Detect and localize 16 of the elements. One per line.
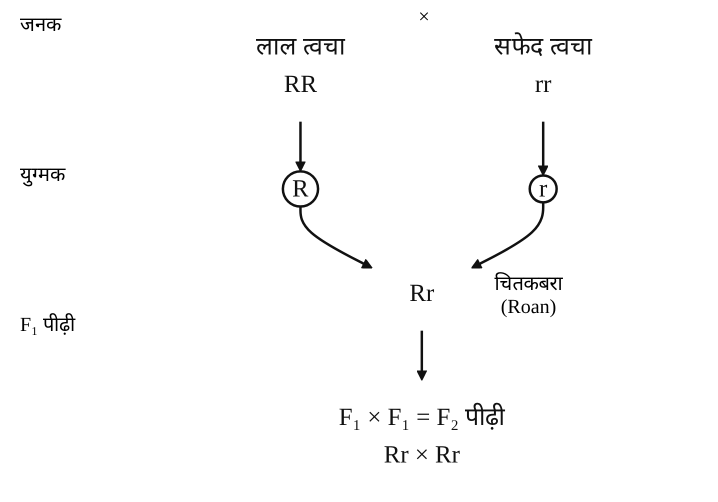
row-label: जनक	[20, 13, 61, 37]
row-label: युग्मक	[20, 163, 65, 187]
cross-sign: ×	[418, 6, 430, 29]
node-caption: चितकबरा (Roan)	[493, 271, 564, 320]
node-circle: r	[528, 174, 558, 204]
row-label: F₁ पीढ़ी	[20, 312, 76, 337]
node-circle: R	[282, 170, 320, 208]
arrow	[538, 122, 549, 176]
node-text: F₁ × F₁ = F₂ पीढ़ी Rr × Rr	[338, 404, 505, 468]
arrow	[299, 206, 373, 269]
node-text: लाल त्वचा RR	[256, 34, 346, 98]
arrow	[471, 202, 544, 269]
arrow	[295, 122, 306, 172]
node-text: सफेद त्वचा rr	[494, 34, 592, 98]
node-text: Rr	[409, 280, 434, 308]
arrow	[416, 330, 428, 381]
